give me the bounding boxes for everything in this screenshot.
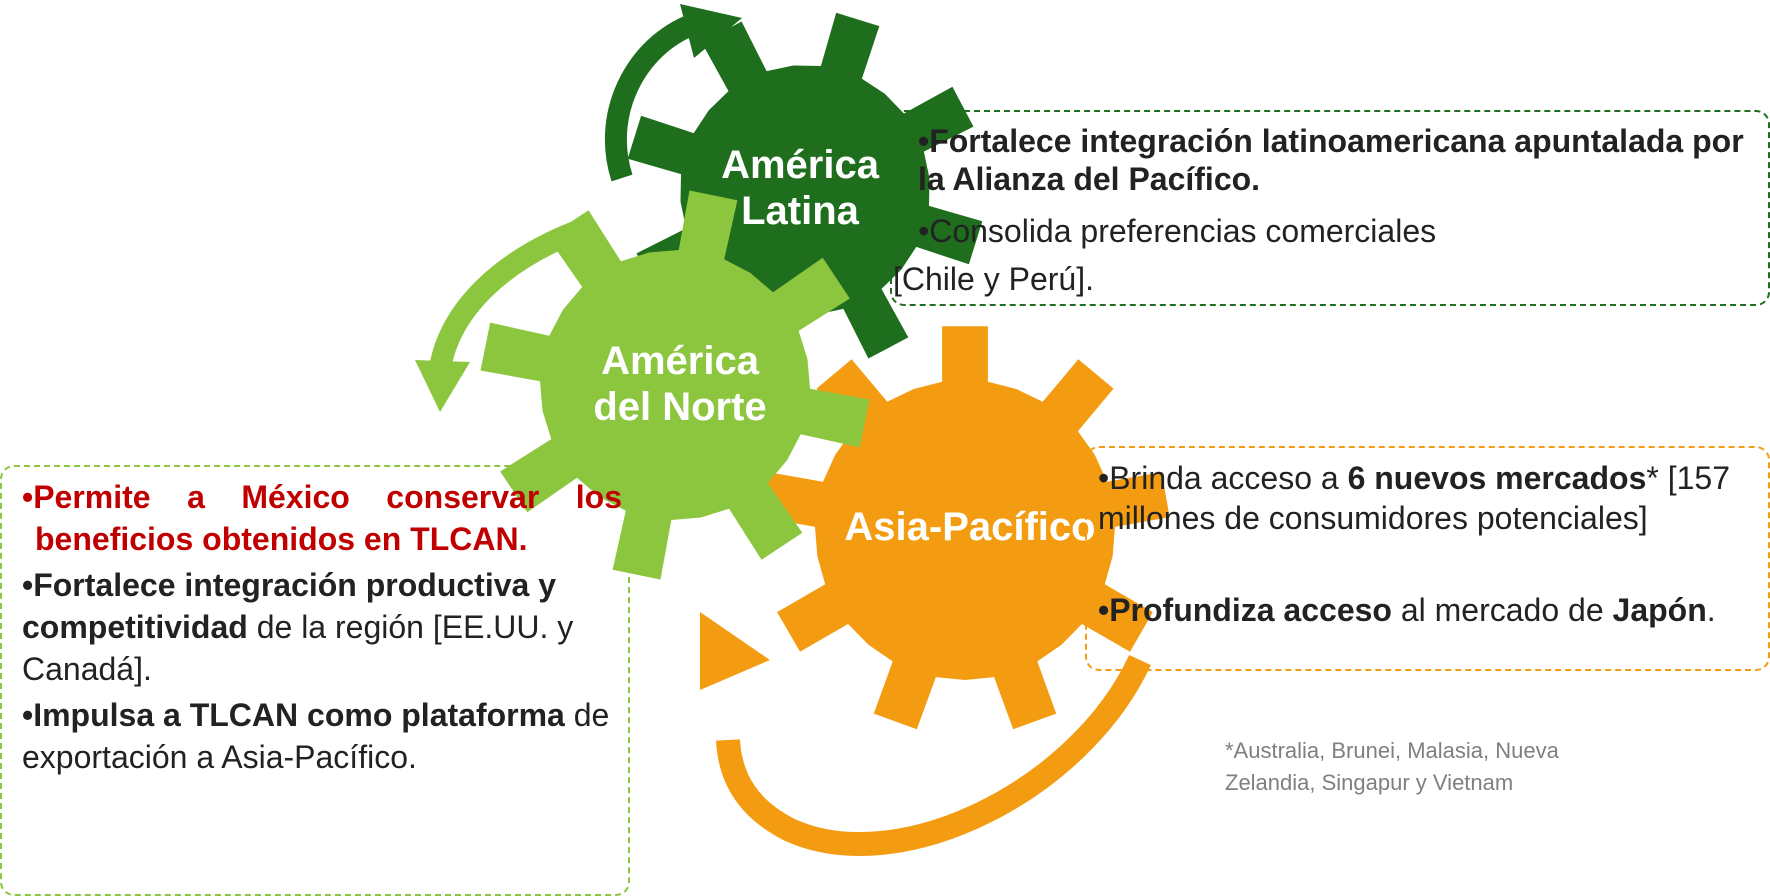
gear-latina-shape	[627, 12, 983, 368]
gear-label-america-del-norte: América del Norte	[560, 338, 800, 430]
latina-bullet-2: •Consolida preferencias comerciales	[918, 212, 1768, 250]
asia-bullet-2-mid: al mercado de	[1391, 592, 1613, 628]
norte-bullet-2-bold: •Fortalece integración productiva y comp…	[22, 567, 556, 645]
gear-norte-shape	[480, 190, 870, 580]
gear-america-latina	[627, 12, 983, 368]
arrowhead-orange	[700, 612, 770, 690]
arrowhead-light-green	[415, 360, 470, 412]
arrowhead-dark-green	[680, 4, 742, 58]
norte-bullet-1-line2: beneficios obtenidos en TLCAN.	[35, 521, 528, 557]
asia-bullet-1-pre: •Brinda acceso a	[1098, 460, 1348, 496]
asia-bullet-2-bold: •Profundiza acceso	[1098, 592, 1392, 628]
gear-label-line: Latina	[741, 189, 859, 233]
cycle-arrow-dark-green	[604, 11, 704, 182]
asia-bullet-2-bold2: Japón	[1612, 592, 1707, 628]
norte-bullet-3-rest: de exportación a Asia-Pacífico.	[22, 697, 610, 775]
asia-bullet-2-end: .	[1706, 592, 1716, 628]
cycle-arrow-light-green	[429, 221, 580, 371]
latina-bullet-2-line1: •Consolida preferencias comerciales	[918, 213, 1437, 249]
asia-info-box	[1085, 446, 1770, 671]
norte-bullet-1-line1: •Permite a México conservar los	[22, 479, 622, 515]
asia-bullet-1-bold: 6 nuevos mercados	[1347, 460, 1647, 496]
norte-bullet-2-rest: de la región [EE.UU. y Canadá].	[22, 609, 574, 687]
cycle-arrow-orange	[716, 654, 1151, 856]
asia-bullet-1-post: * [157 millones de consumidores potencia…	[1098, 460, 1730, 536]
norte-bullet-3-bold: •Impulsa a TLCAN como plataforma	[22, 697, 565, 733]
latina-info-box	[890, 110, 1770, 306]
gear-label-line: América	[601, 339, 759, 383]
norte-bullet-3: •Impulsa a TLCAN como plataforma de expo…	[22, 694, 622, 778]
latina-bullet-1: •Fortalece integración latinoamericana a…	[918, 122, 1768, 198]
norte-bullet-1: •Permite a México conservar los	[22, 478, 622, 516]
gear-label-america-latina: América Latina	[700, 142, 900, 234]
norte-bullet-2: •Fortalece integración productiva y comp…	[22, 564, 622, 690]
latina-bullet-2-line2: [Chile y Perú].	[893, 261, 1094, 297]
norte-bullet-1-cont: beneficios obtenidos en TLCAN.	[35, 520, 625, 558]
gear-label-line: del Norte	[593, 385, 767, 429]
norte-info-box	[0, 465, 630, 896]
gear-label-line: América	[721, 143, 879, 187]
asia-bullet-1: •Brinda acceso a 6 nuevos mercados* [157…	[1098, 458, 1768, 538]
latina-bullet-2-cont: [Chile y Perú].	[893, 260, 1743, 298]
latina-bullet-1-text: •Fortalece integración latinoamericana a…	[918, 123, 1744, 197]
asia-bullet-2: •Profundiza acceso al mercado de Japón.	[1098, 590, 1768, 630]
footnote: *Australia, Brunei, Malasia, Nueva Zelan…	[1225, 738, 1559, 795]
gear-label-asia-pacifico: Asia-Pacífico	[844, 505, 1096, 549]
gear-america-del-norte	[480, 190, 870, 580]
